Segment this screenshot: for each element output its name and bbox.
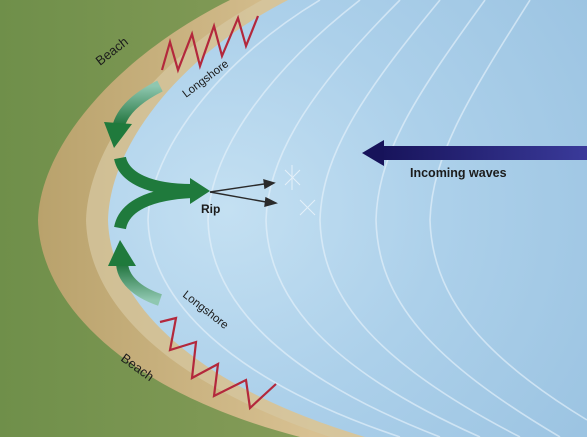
feeder-arrowhead-top [104,122,132,148]
wave-lines [147,0,587,437]
label-rip: Rip [201,202,220,216]
rip-foam [284,165,316,216]
converge-arrow-bottom [114,186,193,230]
rip-arrowhead [190,178,210,204]
rip-outflow-arrows [209,179,278,207]
sea [108,0,587,437]
feeder-arrowhead-bottom [108,240,136,266]
longshore-zigzag-top [160,14,260,74]
current-arrows [104,80,210,306]
label-incoming-waves: Incoming waves [410,166,507,180]
longshore-zigzag-bottom [159,316,277,411]
incoming-waves-arrow [362,140,587,166]
